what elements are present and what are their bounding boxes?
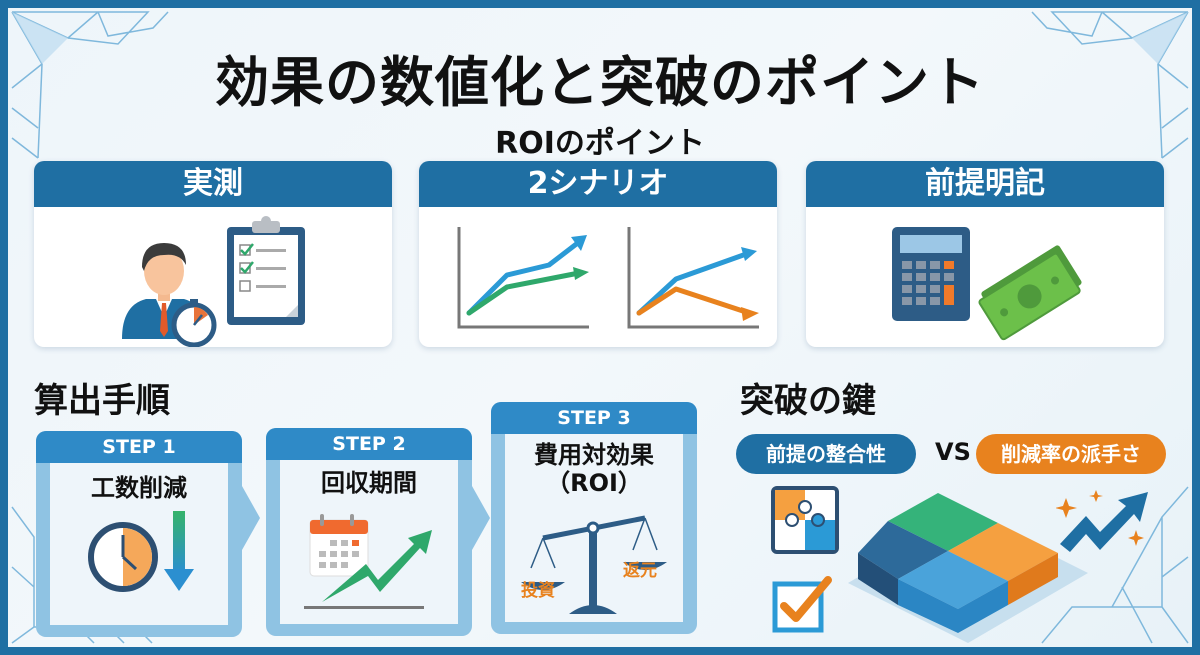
scale-left-label: 投資: [521, 581, 555, 601]
calendar-up-arrow-icon: [304, 514, 432, 609]
sparkle-arrow-icon: [1056, 490, 1148, 552]
step-badge: STEP 2: [266, 428, 472, 460]
two-line-charts-icon: [457, 227, 759, 329]
step-label-line-2: （ROI）: [546, 469, 642, 497]
puzzle-3d-icon: [848, 493, 1088, 643]
vs-label: VS: [935, 438, 971, 466]
left-pill-consistency: 前提の整合性: [736, 434, 916, 474]
page-subtitle: ROIのポイント: [495, 126, 705, 161]
procedure-title: 算出手順: [34, 381, 170, 421]
step-arrow-1-icon: [242, 486, 260, 550]
step-3-box: STEP 3 費用対効果 （ROI） 投資 返元: [491, 402, 697, 634]
card-state-assumptions: 前提明記: [806, 161, 1164, 347]
step-badge: STEP 1: [36, 431, 242, 463]
card-title: 実測: [34, 161, 392, 207]
breakthrough-title: 突破の鍵: [740, 381, 876, 421]
step-1-box: STEP 1 工数削減: [36, 431, 242, 637]
right-pill-flashy-reduction: 削減率の派手さ: [976, 434, 1166, 474]
step-label: 工数削減: [91, 474, 187, 502]
card-actual-measurement: 実測: [34, 161, 392, 347]
balance-scale-icon: [521, 515, 667, 614]
step-label-line-1: 費用対効果: [534, 441, 654, 469]
card-title: 前提明記: [806, 161, 1164, 207]
infographic-frame: 効果の数値化と突破のポイント ROIのポイント 実測: [8, 8, 1192, 647]
step-2-box: STEP 2 回収期間: [266, 428, 472, 636]
person-stopwatch-checklist-icon: [122, 216, 305, 347]
calculator-money-icon: [892, 227, 1082, 341]
checkbox-icon: [772, 576, 832, 633]
puzzle-icon: [771, 486, 839, 554]
card-title: 2シナリオ: [419, 161, 777, 207]
step-badge: STEP 3: [491, 402, 697, 434]
step-arrow-2-icon: [472, 486, 490, 550]
clock-down-arrow-icon: [88, 511, 194, 592]
scale-right-label: 返元: [623, 561, 657, 581]
card-two-scenarios: 2シナリオ: [419, 161, 777, 347]
step-label: 回収期間: [321, 469, 417, 497]
page-title: 効果の数値化と突破のポイント: [215, 51, 985, 114]
